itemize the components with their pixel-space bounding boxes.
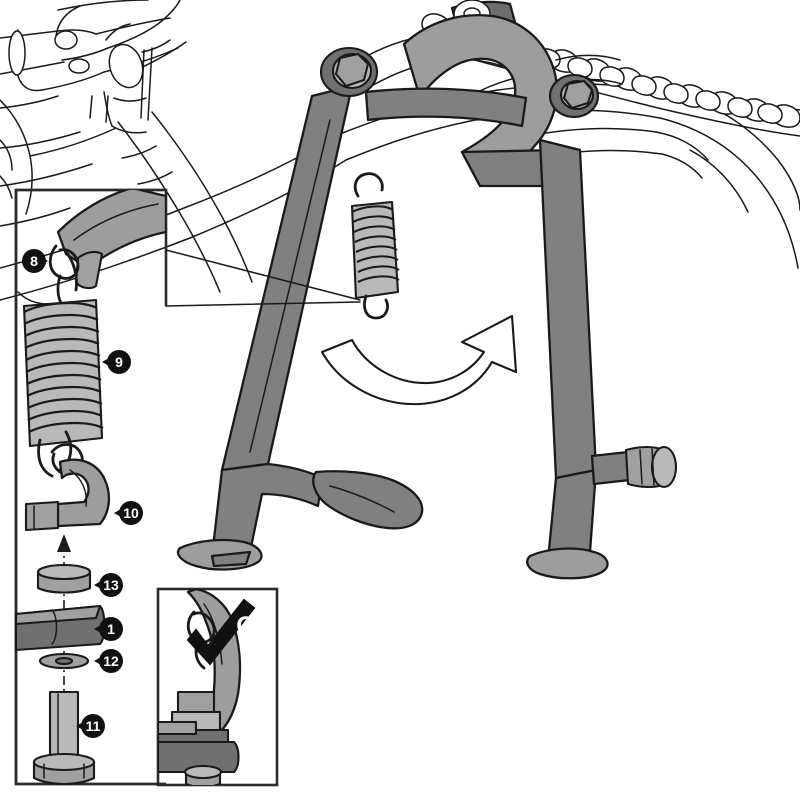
return-spring-main bbox=[350, 172, 400, 320]
svg-text:9: 9 bbox=[115, 354, 123, 370]
spring-detail-inset-region bbox=[16, 190, 166, 784]
callout-12: 12 bbox=[94, 649, 123, 673]
centre-stand-assembly bbox=[176, 14, 678, 580]
correct-assembly-inset: OK bbox=[156, 587, 279, 787]
callout-11: 11 bbox=[76, 714, 105, 738]
svg-text:8: 8 bbox=[30, 253, 38, 269]
inset-leader-lines bbox=[165, 249, 361, 307]
spring-detail-inset bbox=[14, 188, 168, 786]
svg-text:1: 1 bbox=[107, 621, 115, 637]
callout-1: 1 bbox=[94, 617, 123, 641]
svg-text:12: 12 bbox=[103, 653, 119, 669]
ok-label: OK bbox=[236, 612, 274, 640]
check-icon bbox=[186, 598, 256, 666]
svg-text:10: 10 bbox=[123, 505, 139, 521]
ok-inset-region bbox=[158, 589, 277, 785]
callout-10: 10 bbox=[114, 501, 143, 525]
rotation-arrow bbox=[320, 314, 518, 406]
svg-text:13: 13 bbox=[103, 577, 119, 593]
callout-8: 8 bbox=[22, 249, 48, 273]
callout-13: 13 bbox=[94, 573, 123, 597]
callout-9: 9 bbox=[102, 350, 131, 374]
svg-text:11: 11 bbox=[86, 718, 101, 734]
main-view-region bbox=[180, 0, 800, 600]
callout-bubbles: 8 9 10 13 1 12 bbox=[22, 249, 143, 738]
